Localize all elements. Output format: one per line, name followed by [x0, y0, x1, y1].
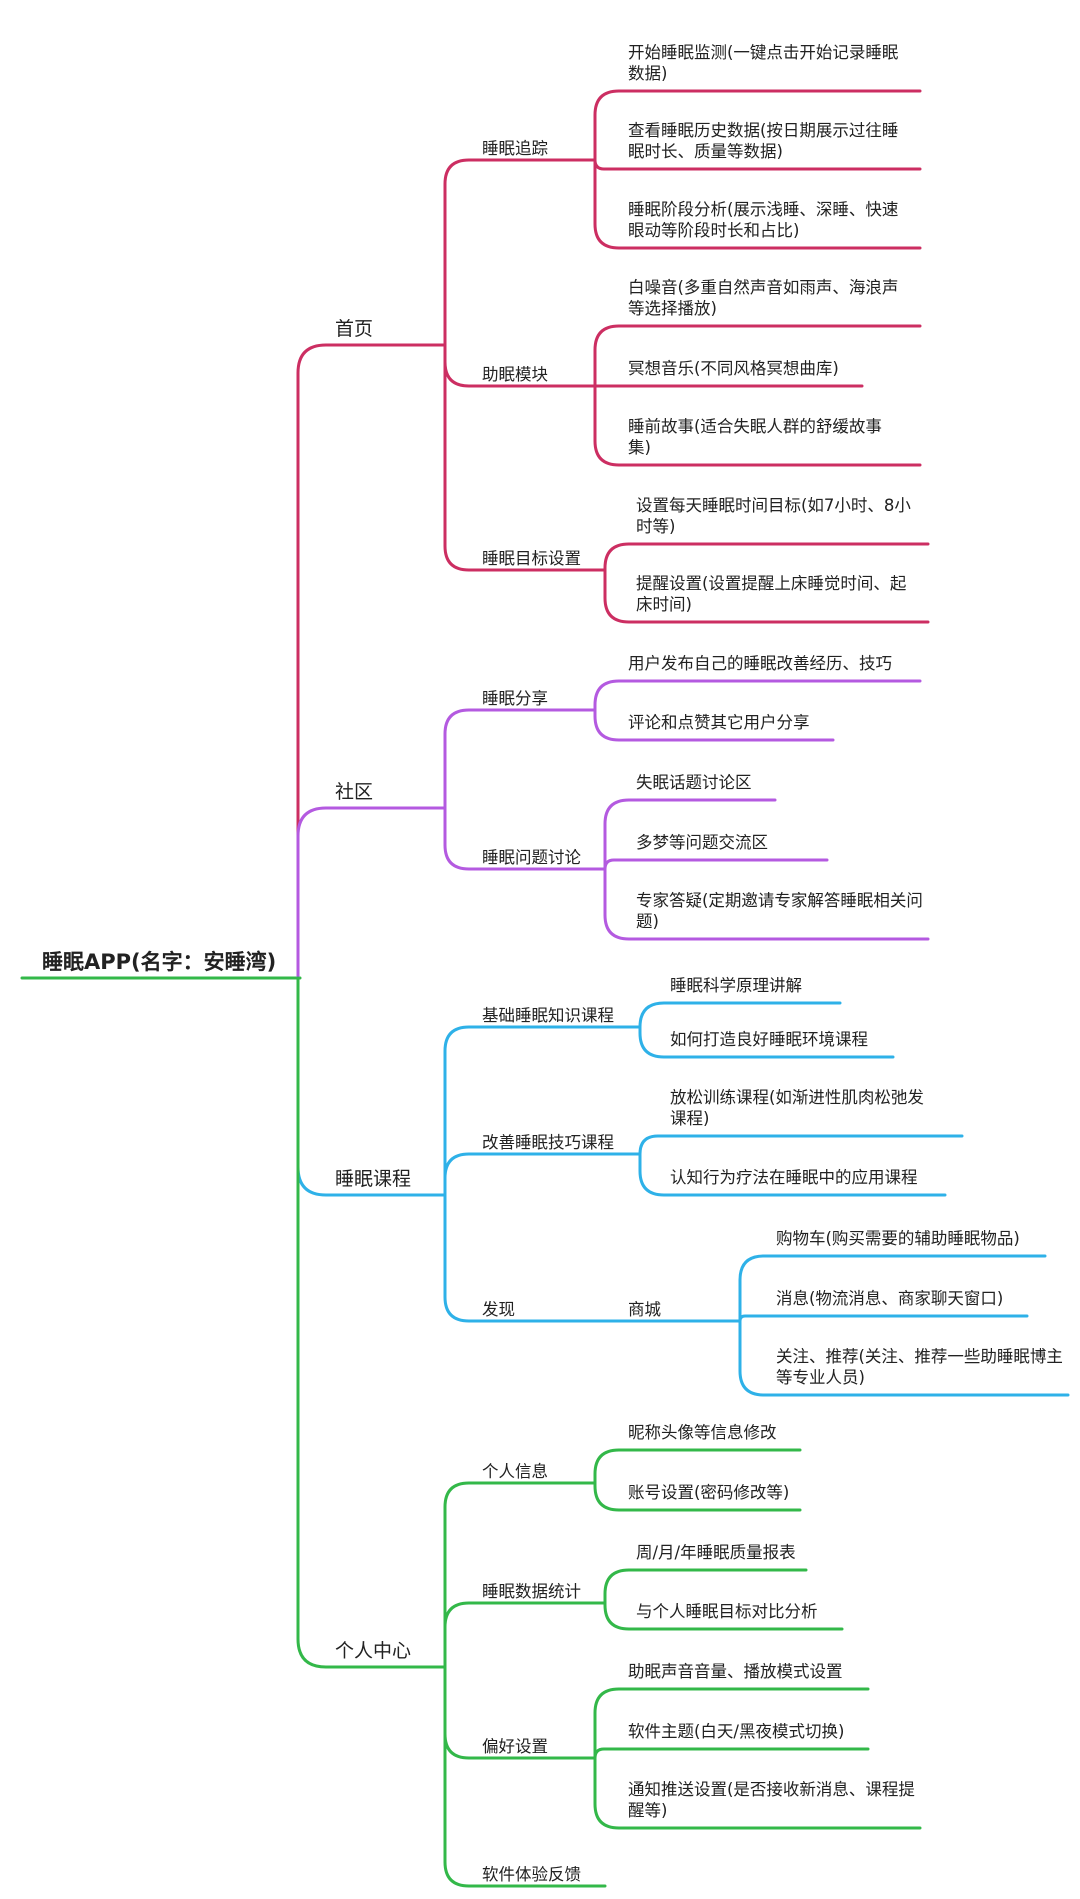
- leaf-label-2-1-1: 认知行为疗法在睡眠中的应用课程: [670, 1168, 918, 1187]
- sub-label-2-2: 发现: [482, 1300, 515, 1319]
- leaf-label-3-0-1: 账号设置(密码修改等): [628, 1483, 790, 1502]
- leaf-connector-0-0-2: [593, 158, 627, 250]
- leaf-label-1-1-1: 多梦等问题交流区: [636, 833, 768, 852]
- leaf-connector-0-0-1: [593, 158, 627, 171]
- sub-label-3-2: 偏好设置: [482, 1737, 548, 1756]
- branch-connector-0: [296, 343, 332, 980]
- leaf-label-3-1-1: 与个人睡眠目标对比分析: [636, 1602, 818, 1621]
- leaf-connector-2-0-1: [638, 1025, 672, 1059]
- leaf-connector-1-0-0: [593, 679, 627, 712]
- branch-connector-3: [296, 976, 332, 1669]
- sub-connector-3-3: [443, 1665, 477, 1888]
- sub-label-2-0: 基础睡眠知识课程: [482, 1006, 614, 1025]
- leaf-label-2-0-1: 如何打造良好睡眠环境课程: [670, 1030, 868, 1049]
- sub-connector-2-2: [443, 1193, 477, 1323]
- leaf-label-3-2-2: 通知推送设置(是否接收新消息、课程提醒等): [628, 1780, 915, 1820]
- sub-label-3-0: 个人信息: [482, 1462, 548, 1481]
- leaf-connector-2-0-0: [638, 1001, 672, 1029]
- sub-label-0-2: 睡眠目标设置: [482, 549, 581, 568]
- leaf-connector-3-1-0: [603, 1568, 637, 1605]
- sub-connector-3-2: [443, 1665, 477, 1760]
- leaf-label-2-1-0: 放松训练课程(如渐进性肌肉松弛发课程): [670, 1088, 924, 1128]
- leaf-label-3-2-0: 助眠声音音量、播放模式设置: [628, 1662, 843, 1681]
- leaf-connector-3-0-1: [593, 1481, 627, 1512]
- branch-label-1: 社区: [335, 781, 374, 803]
- leaf-label-0-0-2: 睡眠阶段分析(展示浅睡、深睡、快速眼动等阶段时长和占比): [628, 200, 899, 240]
- leaf-label-3-2-1: 软件主题(白天/黑夜模式切换): [628, 1722, 845, 1741]
- leaf-connector-0-2-1: [603, 568, 637, 624]
- sub-connector-2-0: [443, 1025, 477, 1197]
- leaf-label-3-1-0: 周/月/年睡眠质量报表: [636, 1543, 796, 1562]
- sub-label-3-3: 软件体验反馈: [482, 1865, 581, 1884]
- branch-connector-2: [296, 976, 332, 1197]
- leaf-label-0-2-0: 设置每天睡眠时间目标(如7小时、8小时等): [636, 496, 911, 536]
- branch-label-3: 个人中心: [335, 1640, 412, 1662]
- leaf-connector-3-1-1: [603, 1601, 637, 1631]
- leaf-label-0-0-0: 开始睡眠监测(一键点击开始记录睡眠数据): [628, 43, 899, 83]
- leaf-connector-0-1-2: [593, 384, 627, 467]
- leaf-label-0-1-2: 睡前故事(适合失眠人群的舒缓故事集): [628, 417, 882, 457]
- mall-leaf-label-0: 购物车(购买需要的辅助睡眠物品): [776, 1229, 1020, 1248]
- sub-connector-0-1: [443, 343, 477, 388]
- sub-connector-1-1: [443, 806, 477, 871]
- leaf-connector-2-1-1: [638, 1152, 672, 1197]
- leaf-label-1-1-0: 失眠话题讨论区: [636, 773, 752, 792]
- leaf-label-0-0-1: 查看睡眠历史数据(按日期展示过往睡眠时长、质量等数据): [628, 121, 899, 161]
- leaf-label-1-0-0: 用户发布自己的睡眠改善经历、技巧: [628, 654, 892, 673]
- mall-leaf-connector-0: [738, 1254, 777, 1323]
- mall-label: 商城: [628, 1300, 661, 1319]
- sub-label-0-0: 睡眠追踪: [482, 139, 548, 158]
- sub-connector-3-0: [443, 1481, 477, 1669]
- leaf-label-0-1-1: 冥想音乐(不同风格冥想曲库): [628, 359, 839, 378]
- sub-label-1-0: 睡眠分享: [482, 689, 548, 708]
- sub-label-0-1: 助眠模块: [482, 365, 548, 384]
- sub-label-2-1: 改善睡眠技巧课程: [482, 1133, 614, 1152]
- sub-connector-3-1: [443, 1601, 477, 1669]
- sub-connector-0-0: [443, 158, 477, 347]
- leaf-connector-1-1-1: [603, 858, 637, 871]
- leaf-connector-3-2-2: [593, 1756, 627, 1830]
- leaf-connector-3-2-0: [593, 1687, 627, 1760]
- sub-label-3-1: 睡眠数据统计: [482, 1582, 581, 1601]
- sub-connector-2-1: [443, 1152, 477, 1197]
- leaf-connector-0-2-0: [603, 542, 637, 572]
- leaf-connector-1-1-2: [603, 867, 637, 941]
- leaf-connector-3-0-0: [593, 1448, 627, 1485]
- branch-connector-1: [296, 806, 332, 980]
- leaf-connector-3-2-1: [593, 1747, 627, 1760]
- leaf-connector-0-1-0: [593, 324, 627, 388]
- mall-leaf-label-2: 关注、推荐(关注、推荐一些助睡眠博主等专业人员): [776, 1347, 1063, 1387]
- leaf-connector-0-0-0: [593, 89, 627, 162]
- sub-connector-1-0: [443, 708, 477, 810]
- branch-label-0: 首页: [335, 318, 374, 340]
- mall-leaf-label-1: 消息(物流消息、商家聊天窗口): [776, 1289, 1004, 1308]
- sub-label-1-1: 睡眠问题讨论: [482, 848, 581, 867]
- leaf-connector-1-0-1: [593, 708, 627, 742]
- root-node-label: 睡眠APP(名字：安睡湾): [42, 950, 277, 974]
- leaf-label-2-0-0: 睡眠科学原理讲解: [670, 976, 802, 995]
- branch-label-2: 睡眠课程: [335, 1168, 412, 1190]
- sub-connector-0-2: [443, 343, 477, 572]
- mall-leaf-connector-1: [738, 1314, 777, 1323]
- leaf-connector-2-1-0: [638, 1134, 672, 1156]
- leaf-connector-1-1-0: [603, 798, 637, 871]
- mall-leaf-connector-2: [738, 1319, 777, 1397]
- leaf-label-0-2-1: 提醒设置(设置提醒上床睡觉时间、起床时间): [636, 574, 907, 614]
- leaf-label-0-1-0: 白噪音(多重自然声音如雨声、海浪声等选择播放): [628, 278, 899, 318]
- leaf-label-3-0-0: 昵称头像等信息修改: [628, 1423, 777, 1442]
- leaf-label-1-0-1: 评论和点赞其它用户分享: [628, 713, 810, 732]
- leaf-label-1-1-2: 专家答疑(定期邀请专家解答睡眠相关问题): [636, 891, 923, 931]
